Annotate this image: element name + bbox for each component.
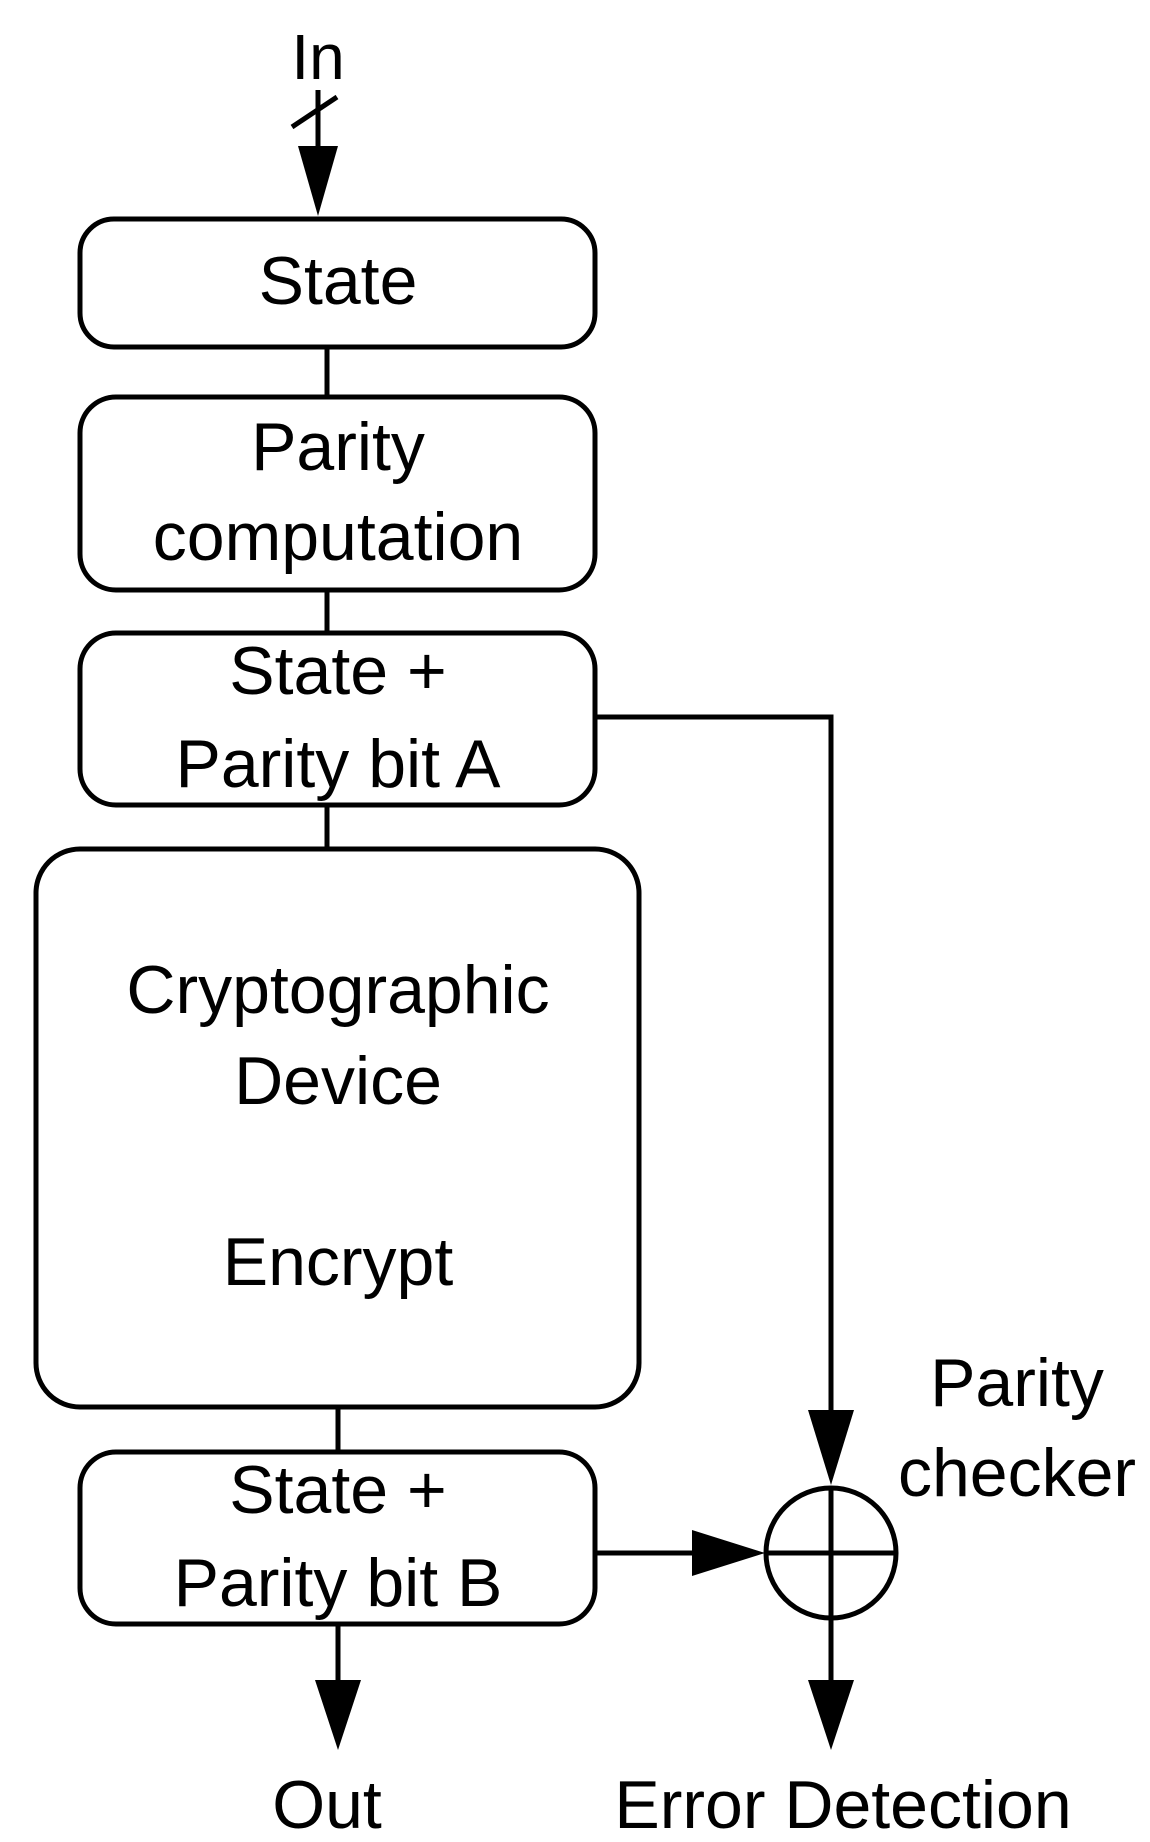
output-arrow	[315, 1624, 361, 1750]
state-block-label: State	[259, 243, 418, 319]
input-label: In	[291, 21, 344, 93]
crypto-device-label-line1: Cryptographic	[126, 952, 549, 1028]
input-arrow	[290, 90, 339, 216]
parity-b-to-checker-wire	[595, 1530, 765, 1576]
crypto-device-label-line2: Device	[234, 1043, 442, 1119]
checker-label-line1: Parity	[930, 1345, 1104, 1421]
state-block	[77, 216, 598, 350]
crypto-device-label-line3: Encrypt	[223, 1224, 454, 1300]
state-parity-a-label-line1: State +	[229, 633, 446, 709]
parity-a-to-checker-wire	[595, 714, 854, 1485]
parity-checker-xor-icon	[763, 1485, 899, 1621]
checker-label-line2: checker	[898, 1435, 1136, 1511]
parity-computation-label-line2: computation	[153, 499, 523, 575]
crypto-device-block	[33, 846, 642, 1410]
parity-computation-block	[77, 394, 598, 593]
state-parity-b-label-line2: Parity bit B	[174, 1545, 503, 1621]
parity-computation-label-line1: Parity	[251, 409, 425, 485]
error-detection-label: Error Detection	[614, 1767, 1071, 1842]
state-parity-a-label-line2: Parity bit A	[175, 726, 501, 802]
state-parity-b-label-line1: State +	[229, 1452, 446, 1528]
error-detection-arrow	[808, 1618, 854, 1750]
output-label: Out	[272, 1767, 382, 1842]
